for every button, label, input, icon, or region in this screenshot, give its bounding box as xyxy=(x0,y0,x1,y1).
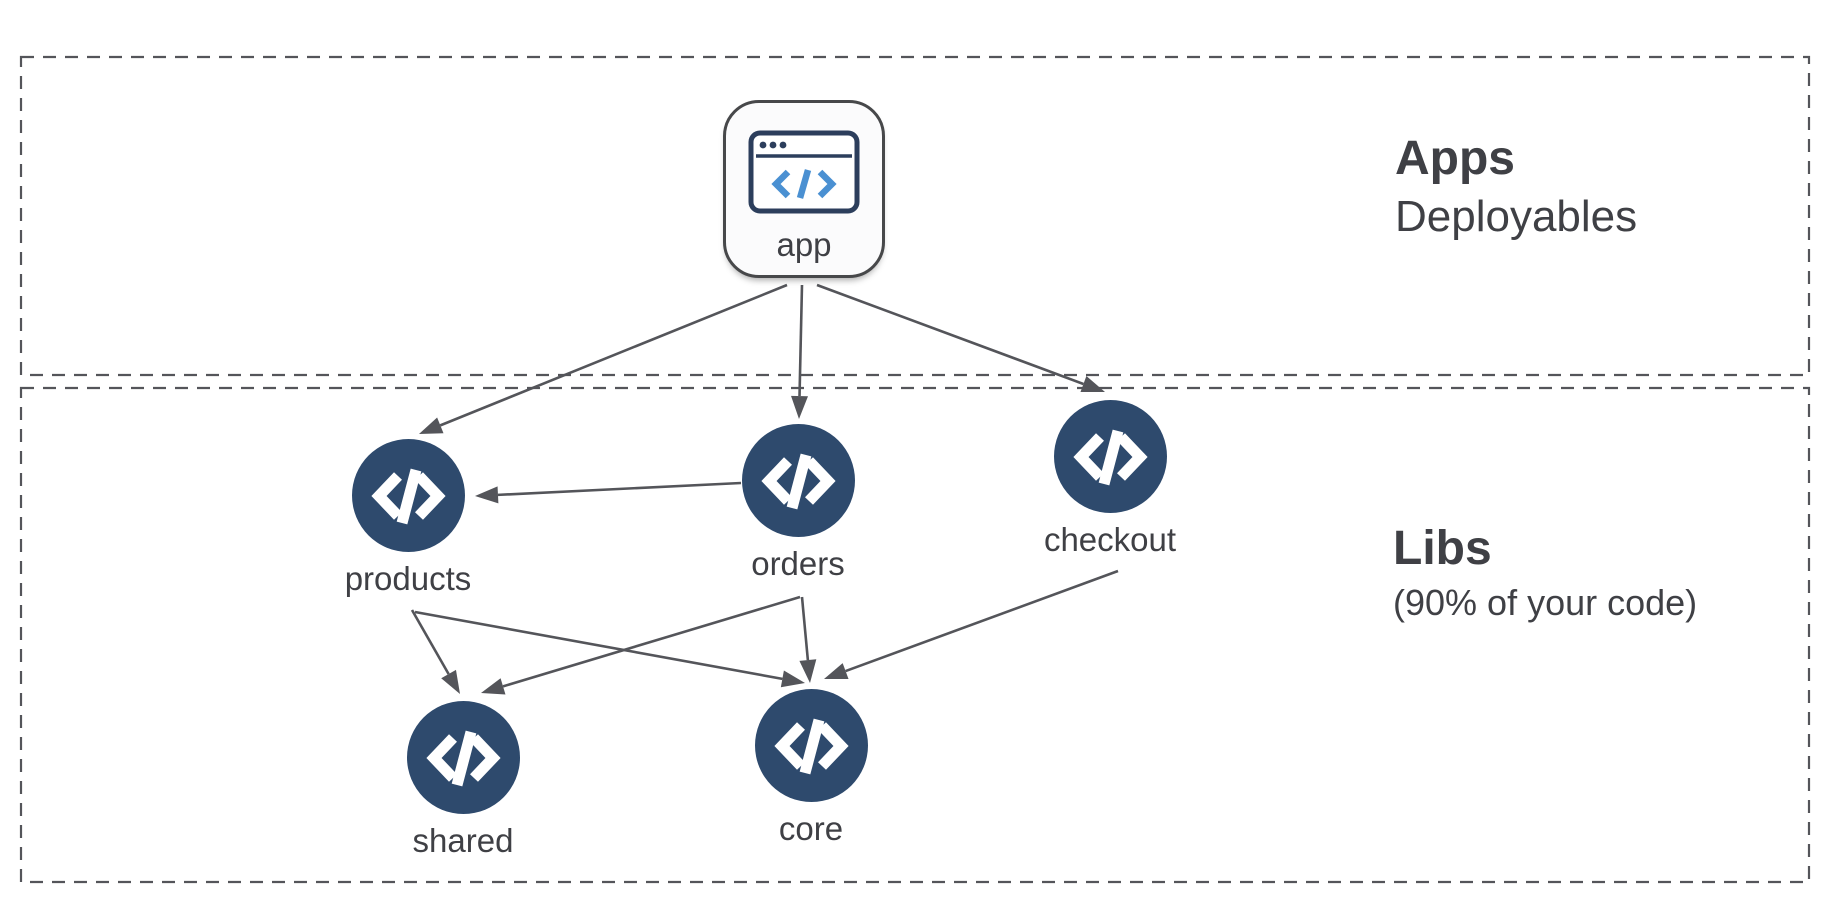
lib-circle xyxy=(406,701,520,814)
node-label: core xyxy=(778,810,844,847)
libs-section-label: Libs (90% of your code) xyxy=(1393,522,1698,624)
node-checkout: checkout xyxy=(1025,400,1195,559)
libs-section-box xyxy=(19,386,1811,884)
edge-checkout-to-core xyxy=(824,569,1119,680)
lib-circle xyxy=(754,689,868,802)
code-icon xyxy=(1072,429,1148,486)
apps-section-box xyxy=(19,55,1811,377)
edge-orders-to-products xyxy=(475,481,742,504)
edge-app-to-orders xyxy=(791,284,809,419)
edge-app-to-products xyxy=(419,283,788,434)
browser-code-icon xyxy=(748,130,860,214)
apps-section-title: Apps xyxy=(1395,132,1515,185)
node-label: checkout xyxy=(1043,521,1177,558)
libs-section-subtitle: (90% of your code) xyxy=(1393,582,1698,624)
libs-section-title: Libs xyxy=(1393,522,1492,575)
node-shared: shared xyxy=(378,701,548,860)
edge-orders-to-core xyxy=(799,596,817,683)
edge-orders-to-shared xyxy=(481,595,801,695)
code-icon xyxy=(773,718,849,775)
node-label: orders xyxy=(751,545,845,582)
node-orders: orders xyxy=(713,424,883,583)
lib-circle xyxy=(1053,400,1167,513)
edge-products-to-shared xyxy=(410,609,460,694)
code-icon xyxy=(760,453,836,510)
node-products: products xyxy=(323,439,493,598)
node-label: products xyxy=(344,560,472,597)
code-icon xyxy=(370,468,446,525)
apps-section-label: Apps Deployables xyxy=(1395,132,1638,242)
lib-circle xyxy=(351,439,465,552)
node-app: app xyxy=(723,100,885,278)
apps-section-subtitle: Deployables xyxy=(1395,192,1638,242)
lib-circle xyxy=(741,424,855,537)
edge-products-to-core xyxy=(414,610,805,688)
edge-app-to-checkout xyxy=(816,283,1105,392)
node-label: shared xyxy=(412,822,514,859)
node-core: core xyxy=(726,689,896,848)
code-icon xyxy=(425,730,501,787)
node-label: app xyxy=(776,226,832,263)
